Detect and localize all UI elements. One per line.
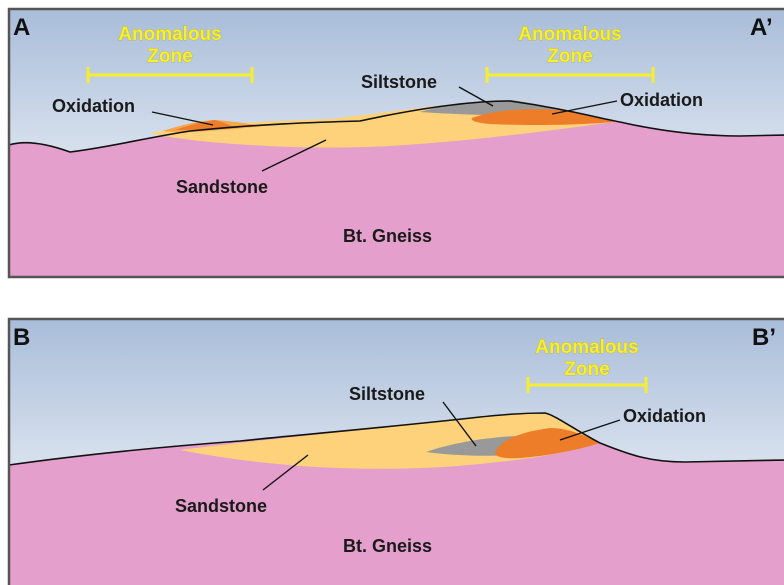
section-b-anomalous-label-line1: Anomalous: [535, 337, 638, 358]
section-b-label-siltstone: Siltstone: [349, 384, 425, 404]
section-b-panel: Anomalous Zone Siltstone Oxidation Sands…: [9, 319, 784, 585]
section-a-anomalous-label-left-line1: Anomalous: [118, 24, 221, 45]
section-b-label-oxidation: Oxidation: [623, 406, 706, 426]
section-a-corner-right: A’: [750, 14, 773, 41]
section-a-anomalous-label-right-line1: Anomalous: [518, 24, 621, 45]
section-a-panel: Anomalous Zone Anomalous Zone Oxidation …: [9, 9, 784, 277]
section-a-label-bedrock: Bt. Gneiss: [343, 226, 432, 246]
section-b-anomalous-label-line2: Zone: [564, 359, 609, 380]
section-a-label-sandstone: Sandstone: [176, 177, 268, 197]
section-b-label-sandstone: Sandstone: [175, 496, 267, 516]
section-b-label-bedrock: Bt. Gneiss: [343, 536, 432, 556]
section-a-label-oxidation-right: Oxidation: [620, 90, 703, 110]
section-b-corner-right: B’: [752, 324, 776, 351]
section-a-anomalous-label-right-line2: Zone: [547, 46, 592, 67]
section-a-anomalous-label-left-line2: Zone: [147, 46, 192, 67]
section-a-corner-left: A: [13, 14, 30, 41]
section-a-label-siltstone: Siltstone: [361, 72, 437, 92]
section-a-label-oxidation-left: Oxidation: [52, 96, 135, 116]
section-b-corner-left: B: [13, 324, 30, 351]
